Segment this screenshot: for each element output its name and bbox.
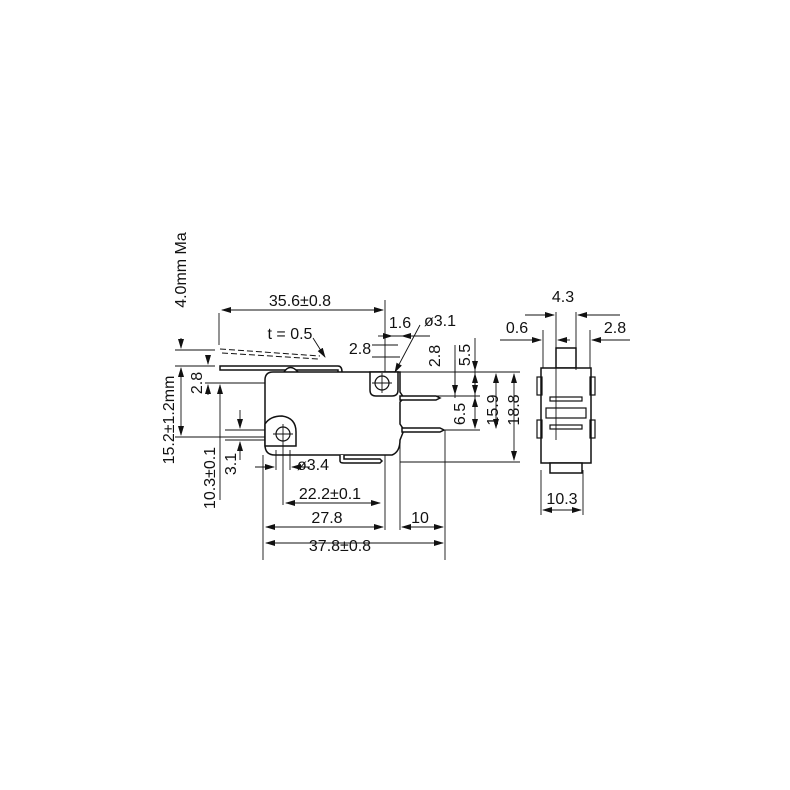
- label-2-8-horizontal: 2.8: [349, 341, 371, 358]
- label-1-6: 1.6: [389, 315, 411, 332]
- terminal-common: [399, 395, 442, 401]
- label-side-4-3: 4.3: [552, 289, 574, 306]
- label-10: 10: [411, 510, 429, 527]
- label-side-2-8: 2.8: [604, 320, 626, 337]
- label-side-width: 10.3: [546, 491, 577, 508]
- label-side-0-6: 0.6: [506, 320, 528, 337]
- label-18-8: 18.8: [506, 394, 523, 425]
- label-operating-position: 15.2±1.2mm: [161, 376, 178, 465]
- label-lever-thickness: t = 0.5: [268, 326, 313, 343]
- label-6-5: 6.5: [452, 403, 469, 425]
- side-view: [500, 312, 630, 515]
- label-27-8: 27.8: [311, 510, 342, 527]
- label-2-8-vertical-left: 2.8: [189, 372, 206, 394]
- label-10-3: 10.3±0.1: [202, 447, 219, 509]
- front-view: [175, 300, 520, 560]
- mount-boss-bottom: [264, 415, 297, 447]
- label-hole-bottom: ø3.4: [297, 457, 329, 474]
- lever-pressed-outline: [219, 348, 321, 360]
- label-hole-top: ø3.1: [424, 313, 456, 330]
- label-lever-length: 35.6±0.8: [269, 293, 331, 310]
- label-15-9: 15.9: [485, 394, 502, 425]
- label-5-5: 5.5: [457, 344, 474, 366]
- switch-body: [264, 371, 405, 456]
- label-2-8-vertical-right: 2.8: [427, 345, 444, 367]
- mount-boss-top: [369, 371, 399, 397]
- label-overall-length: 37.8±0.8: [309, 538, 371, 555]
- terminal-nc: [339, 455, 384, 464]
- label-3-1: 3.1: [223, 453, 240, 475]
- actuator-button: [283, 366, 299, 373]
- label-hole-spacing: 22.2±0.1: [299, 486, 361, 503]
- terminal-no: [401, 427, 446, 433]
- label-overtravel: 4.0mm Ma: [173, 232, 190, 308]
